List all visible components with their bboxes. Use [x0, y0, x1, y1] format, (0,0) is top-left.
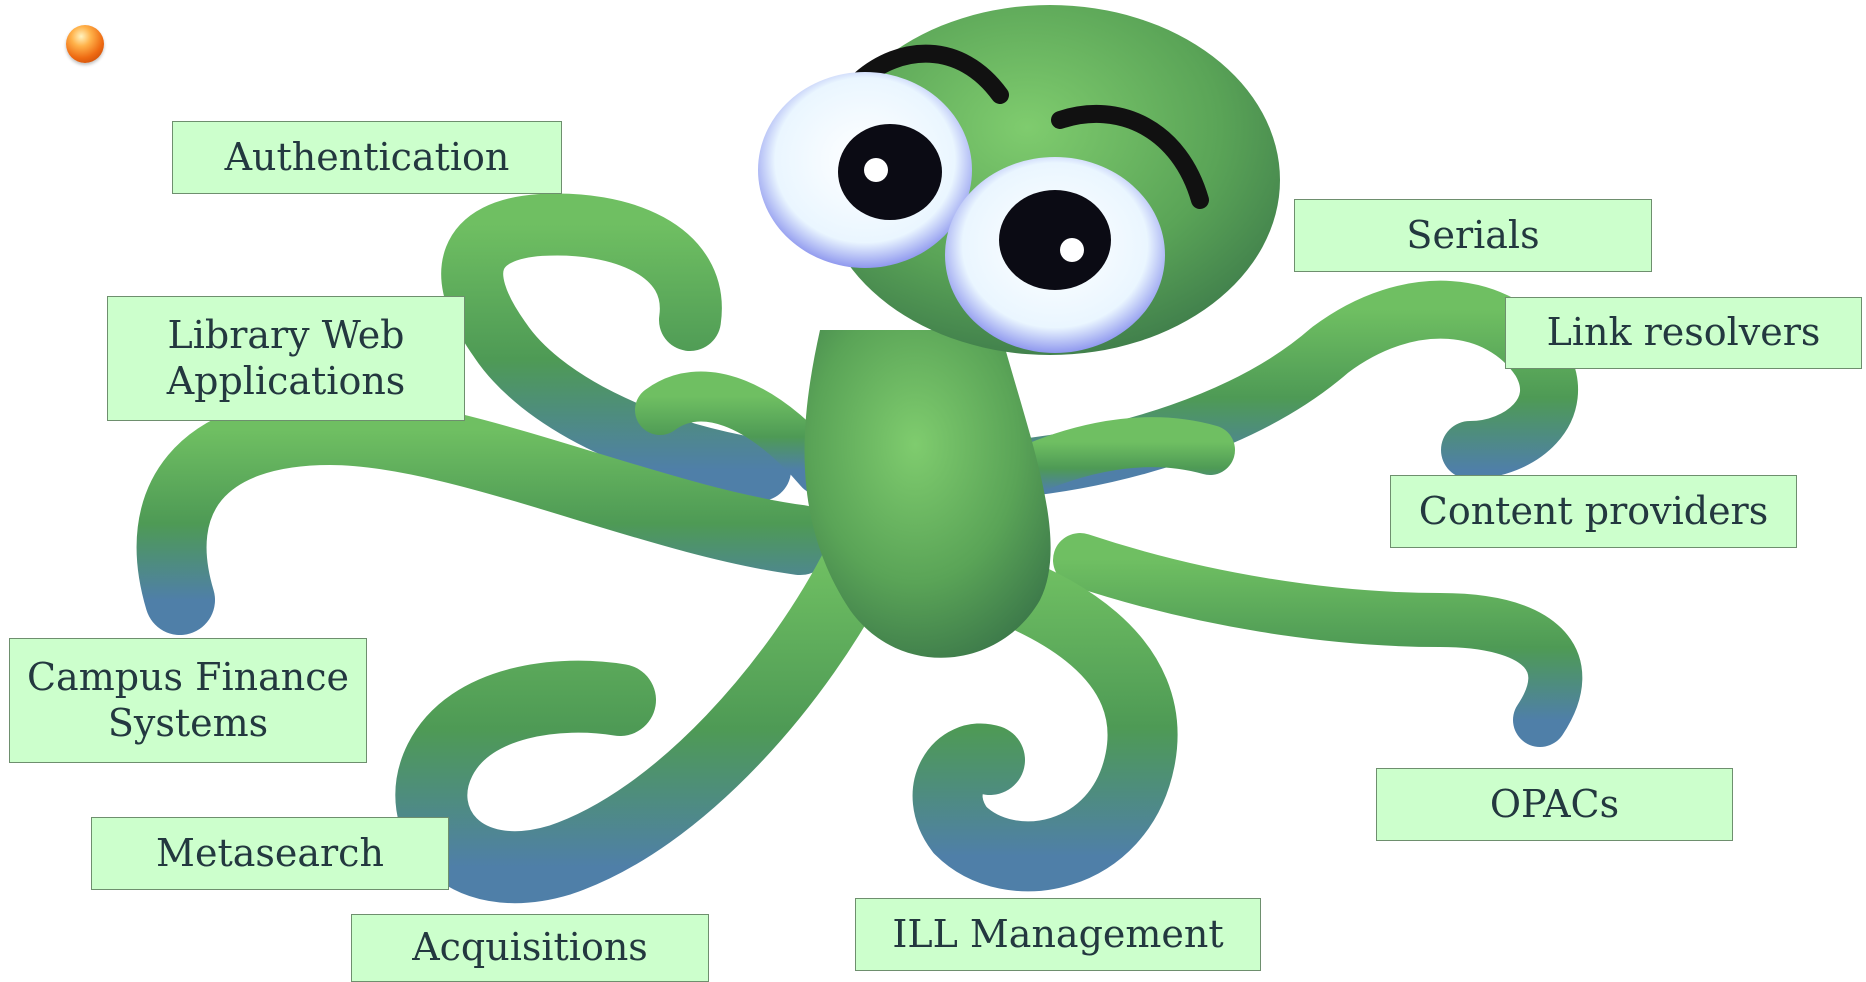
label-library-web-line1: Library Web	[167, 313, 404, 359]
label-ill-management-text: ILL Management	[892, 912, 1223, 958]
label-campus-finance-line1: Campus Finance	[27, 655, 349, 701]
label-acquisitions-text: Acquisitions	[412, 925, 648, 971]
label-library-web-applications: Library Web Applications	[107, 296, 465, 421]
label-metasearch-text: Metasearch	[156, 831, 384, 877]
label-authentication-text: Authentication	[225, 135, 510, 181]
left-eye-highlight	[864, 158, 888, 182]
right-eye-highlight	[1060, 238, 1084, 262]
left-pupil	[838, 124, 942, 220]
label-campus-finance-line2: Systems	[108, 701, 268, 747]
label-library-web-line2: Applications	[167, 359, 406, 405]
label-link-resolvers: Link resolvers	[1505, 297, 1862, 369]
label-content-providers-text: Content providers	[1419, 489, 1768, 535]
label-acquisitions: Acquisitions	[351, 914, 709, 982]
label-content-providers: Content providers	[1390, 475, 1797, 548]
label-authentication: Authentication	[172, 121, 562, 194]
tentacle-front-left	[431, 560, 860, 867]
label-link-resolvers-text: Link resolvers	[1547, 310, 1821, 356]
label-metasearch: Metasearch	[91, 817, 449, 890]
label-opacs-text: OPACs	[1490, 782, 1619, 828]
label-serials-text: Serials	[1406, 213, 1539, 259]
label-opacs: OPACs	[1376, 768, 1733, 841]
label-ill-management: ILL Management	[855, 898, 1261, 971]
label-campus-finance-systems: Campus Finance Systems	[9, 638, 367, 763]
label-serials: Serials	[1294, 199, 1652, 272]
right-pupil	[999, 190, 1111, 290]
